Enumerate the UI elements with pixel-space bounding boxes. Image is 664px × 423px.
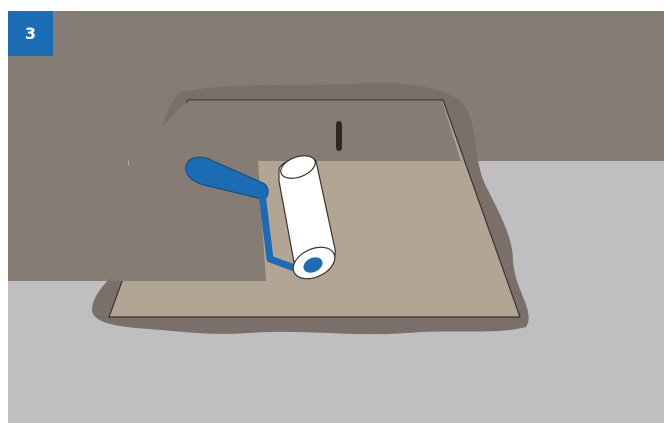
step-number-badge: 3: [8, 11, 53, 56]
wall-lower-left: [8, 161, 128, 281]
adhesive-roller-illustration: [8, 11, 664, 423]
slot-mark: [336, 121, 342, 151]
illustration-frame: 3: [8, 11, 664, 423]
